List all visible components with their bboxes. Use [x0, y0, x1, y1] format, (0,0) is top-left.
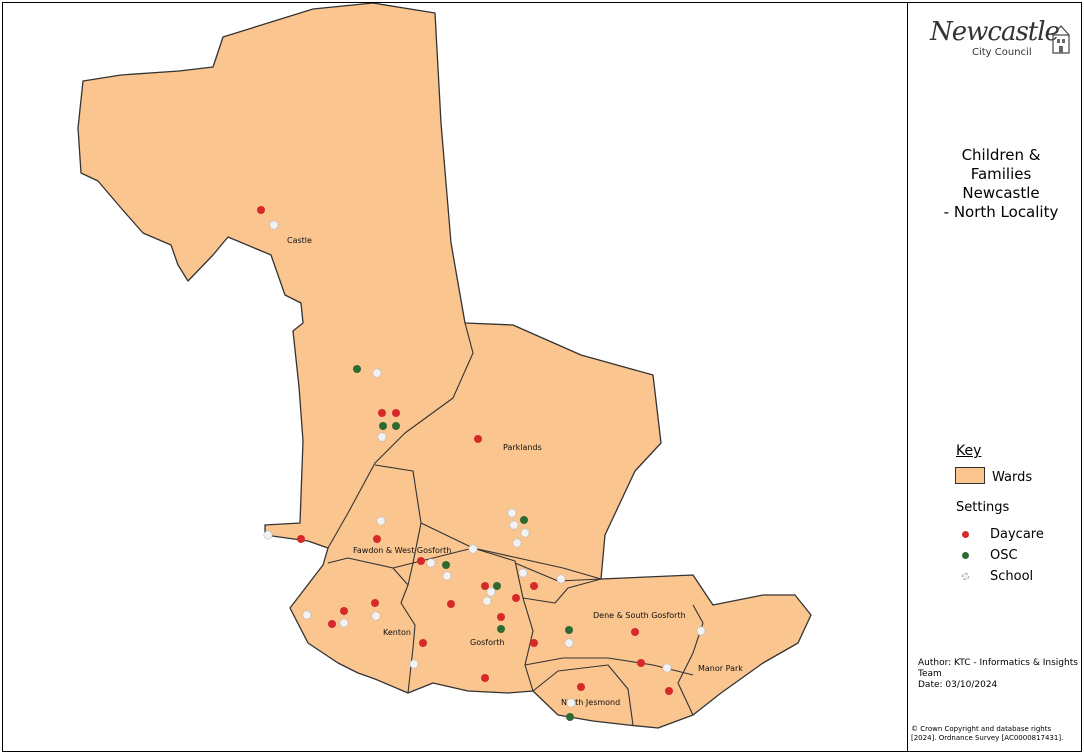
osc-point[interactable]: [392, 422, 400, 430]
school-point[interactable]: [409, 659, 419, 669]
daycare-point[interactable]: [577, 683, 585, 691]
legend-item-label: School: [990, 569, 1034, 584]
school-point[interactable]: [564, 638, 574, 648]
daycare-point[interactable]: [481, 582, 489, 590]
legend-heading: Key: [956, 443, 982, 459]
ward-label: Parklands: [503, 443, 542, 452]
school-point[interactable]: [468, 544, 478, 554]
wards-swatch: [955, 467, 985, 484]
school-point[interactable]: [263, 530, 273, 540]
ward-label: Gosforth: [470, 638, 504, 647]
osc-point[interactable]: [565, 626, 573, 634]
author-note: Author: KTC - Informatics & Insights Tea…: [918, 658, 1078, 690]
osc-point[interactable]: [497, 625, 505, 633]
council-logo-subtitle: City Council: [972, 47, 1032, 58]
school-point[interactable]: [518, 568, 528, 578]
school-point[interactable]: [696, 626, 706, 636]
school-point[interactable]: [507, 508, 517, 518]
council-crest-icon: [1052, 25, 1070, 54]
osc-point[interactable]: [442, 561, 450, 569]
school-point[interactable]: [372, 368, 382, 378]
daycare-dot-icon: [962, 531, 969, 538]
daycare-point[interactable]: [530, 639, 538, 647]
ward-label: Kenton: [383, 628, 411, 637]
legend-item-label: Daycare: [990, 527, 1044, 542]
school-dot-icon: [962, 573, 969, 580]
legend-item-label: OSC: [990, 548, 1018, 563]
osc-point[interactable]: [379, 422, 387, 430]
school-point[interactable]: [442, 571, 452, 581]
school-point[interactable]: [520, 528, 530, 538]
osc-point[interactable]: [520, 516, 528, 524]
daycare-point[interactable]: [371, 599, 379, 607]
school-point[interactable]: [269, 220, 279, 230]
legend-settings-heading: Settings: [956, 500, 1010, 515]
daycare-point[interactable]: [392, 409, 400, 417]
ward-label: Castle: [287, 236, 312, 245]
council-logo-text: Newcastle: [930, 17, 1060, 47]
ward-label: Fawdon & West Gosforth: [353, 546, 451, 555]
ward-label: North Jesmond: [561, 698, 620, 707]
osc-point[interactable]: [353, 365, 361, 373]
daycare-point[interactable]: [447, 600, 455, 608]
daycare-point[interactable]: [512, 594, 520, 602]
daycare-point[interactable]: [419, 639, 427, 647]
daycare-point[interactable]: [417, 557, 425, 565]
school-point[interactable]: [377, 432, 387, 442]
school-point[interactable]: [302, 610, 312, 620]
legend-wards-label: Wards: [992, 470, 1033, 485]
daycare-point[interactable]: [665, 687, 673, 695]
daycare-point[interactable]: [631, 628, 639, 636]
map-title: Children & Families Newcastle - North Lo…: [943, 146, 1059, 221]
daycare-point[interactable]: [297, 535, 305, 543]
school-point[interactable]: [556, 574, 566, 584]
school-point[interactable]: [426, 558, 436, 568]
daycare-point[interactable]: [474, 435, 482, 443]
daycare-point[interactable]: [328, 620, 336, 628]
ward-label: Dene & South Gosforth: [593, 611, 686, 620]
osc-point[interactable]: [566, 713, 574, 721]
daycare-point[interactable]: [497, 613, 505, 621]
locality-outline: [77, 3, 812, 729]
copyright-note: © Crown Copyright and database rights [2…: [911, 725, 1064, 742]
daycare-point[interactable]: [378, 409, 386, 417]
school-point[interactable]: [339, 618, 349, 628]
school-point[interactable]: [512, 538, 522, 548]
osc-point[interactable]: [493, 582, 501, 590]
daycare-point[interactable]: [257, 206, 265, 214]
daycare-point[interactable]: [373, 535, 381, 543]
side-panel: Newcastle City Council Children & Famili…: [908, 2, 1082, 752]
school-point[interactable]: [371, 611, 381, 621]
osc-dot-icon: [962, 552, 969, 559]
school-point[interactable]: [482, 596, 492, 606]
daycare-point[interactable]: [481, 674, 489, 682]
daycare-point[interactable]: [530, 582, 538, 590]
daycare-point[interactable]: [340, 607, 348, 615]
settings-points: [257, 206, 706, 721]
school-point[interactable]: [566, 698, 576, 708]
school-point[interactable]: [509, 520, 519, 530]
school-point[interactable]: [376, 516, 386, 526]
daycare-point[interactable]: [637, 659, 645, 667]
school-point[interactable]: [486, 587, 496, 597]
school-point[interactable]: [662, 663, 672, 673]
ward-label: Manor Park: [698, 664, 743, 673]
